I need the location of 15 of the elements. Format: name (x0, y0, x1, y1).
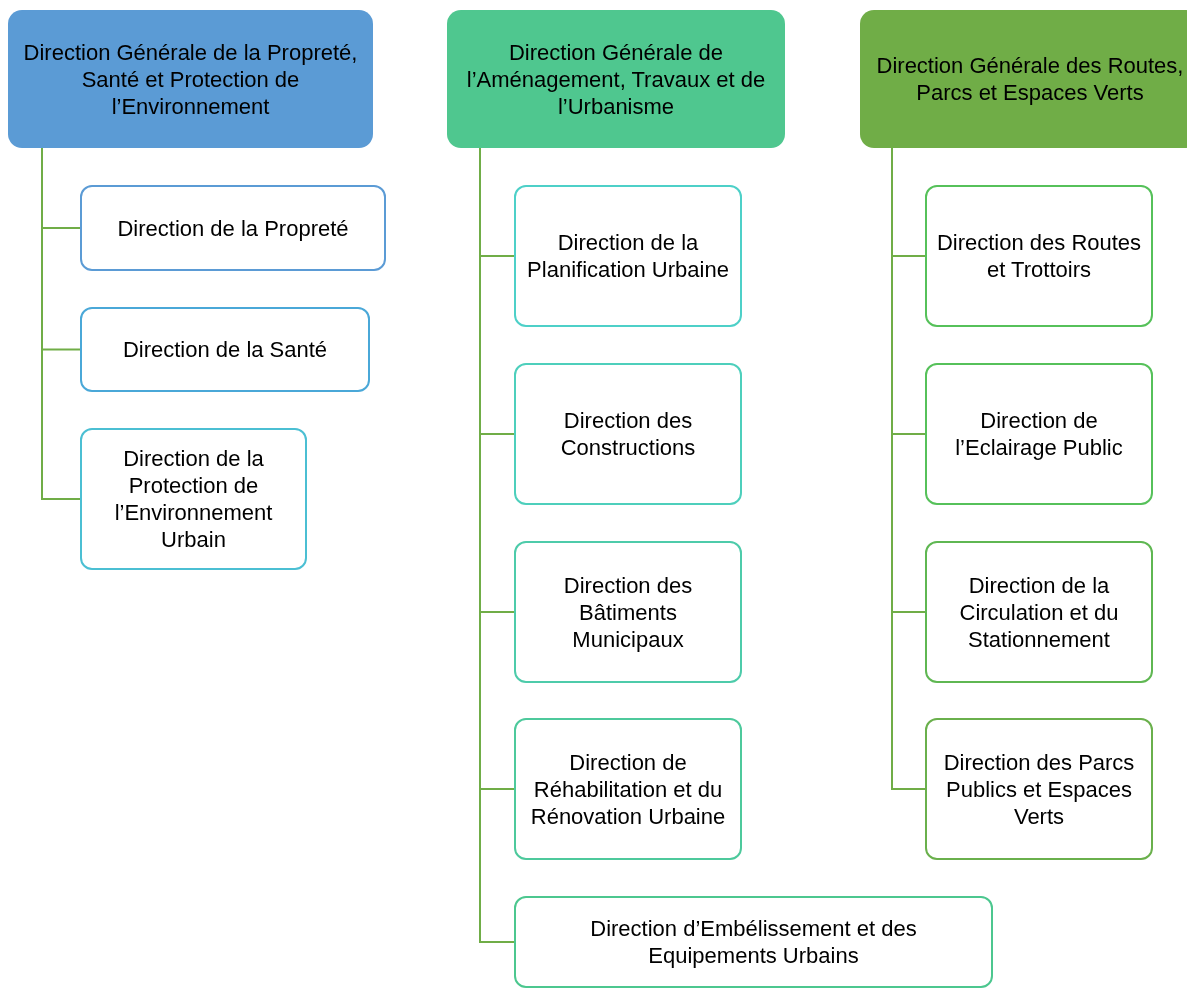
department-header-box: Direction Générale de l’Aménagement, Travaux et de l’Urbanisme (447, 10, 785, 148)
department-header-box: Direction Générale des Routes, Parcs et Espaces Verts (860, 10, 1187, 148)
division-box: Direction de la Propreté (80, 185, 386, 271)
division-box: Direction des Routes et Trottoirs (925, 185, 1153, 327)
division-box: Direction de Réhabilitation et du Rénovation Urbaine (514, 718, 742, 860)
division-box: Direction de la Circulation et du Stationnement (925, 541, 1153, 683)
division-box: Direction de l’Eclairage Public (925, 363, 1153, 505)
department-header-box: Direction Générale de la Propreté, Santé et Protection de l’Environnement (8, 10, 373, 148)
division-box: Direction de la Planification Urbaine (514, 185, 742, 327)
division-box: Direction des Parcs Publics et Espaces Verts (925, 718, 1153, 860)
division-box: Direction d’Embélissement et des Equipements Urbains (514, 896, 993, 988)
division-box: Direction de la Santé (80, 307, 370, 392)
division-box: Direction de la Protection de l’Environnement Urbain (80, 428, 307, 570)
division-box: Direction des Bâtiments Municipaux (514, 541, 742, 683)
division-box: Direction des Constructions (514, 363, 742, 505)
